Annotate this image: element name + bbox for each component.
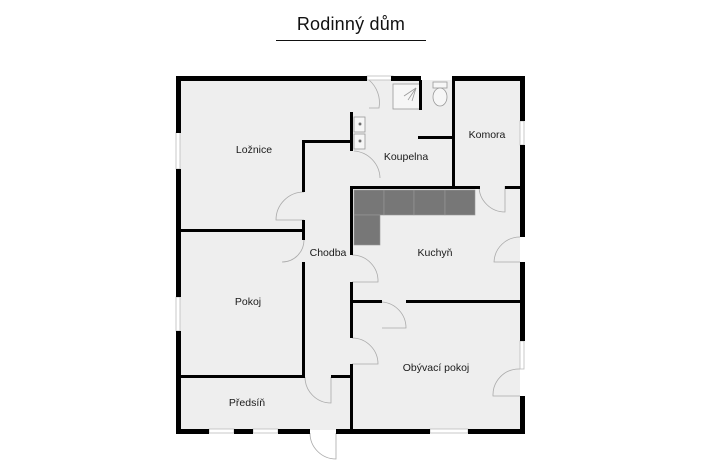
- sink-icon: [353, 116, 366, 150]
- window-icon: [175, 75, 525, 434]
- kitchen-counter-icon: [353, 189, 476, 246]
- title-underline: [276, 40, 426, 41]
- shower-icon: [392, 83, 421, 110]
- room-label-obyvaci-pokoj: Obývací pokoj: [402, 362, 470, 374]
- room-label-predsin: Předsíň: [228, 397, 266, 409]
- toilet-icon: [432, 81, 448, 107]
- walls: [176, 76, 525, 434]
- room-label-komora: Komora: [468, 129, 506, 141]
- door-swing-icon: [275, 79, 521, 460]
- room-label-koupelna: Koupelna: [383, 151, 429, 163]
- room-label-chodba: Chodba: [309, 247, 347, 259]
- plan-title: Rodinný dům: [296, 14, 406, 34]
- room-label-pokoj: Pokoj: [234, 296, 262, 308]
- room-label-loznice: Ložnice: [235, 144, 273, 156]
- room-label-kuchyn: Kuchyň: [417, 247, 453, 259]
